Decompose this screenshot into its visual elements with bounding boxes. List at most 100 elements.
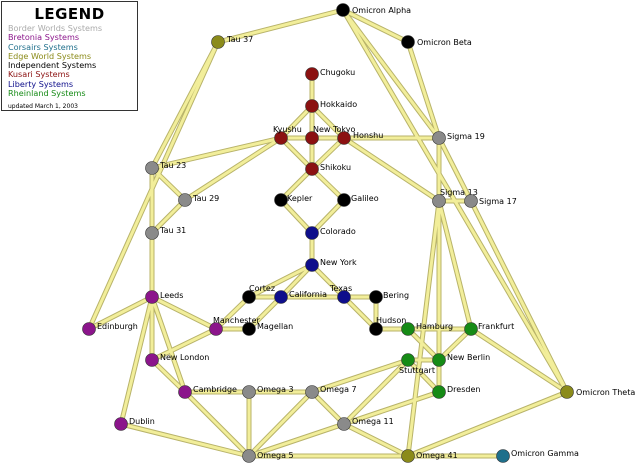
system-omega-11[interactable]: Omega 11 xyxy=(337,417,394,431)
system-honshu[interactable]: Honshu xyxy=(337,131,384,145)
system-magellan[interactable]: Magellan xyxy=(242,322,294,336)
system-tau-23[interactable]: Tau 23 xyxy=(145,161,187,175)
system-colorado[interactable]: Colorado xyxy=(305,226,356,240)
system-node-colorado[interactable] xyxy=(305,226,319,240)
system-node-omega-7[interactable] xyxy=(305,385,319,399)
system-node-cortez[interactable] xyxy=(242,290,256,304)
system-texas[interactable]: Texas xyxy=(329,284,352,304)
system-node-sigma-17[interactable] xyxy=(464,194,478,208)
system-sigma-13[interactable]: Sigma 13 xyxy=(432,188,478,208)
system-node-new-tokyo[interactable] xyxy=(305,131,319,145)
system-node-omega-3[interactable] xyxy=(242,385,256,399)
system-galileo[interactable]: Galileo xyxy=(337,193,379,207)
lane-stuttgart-dresden xyxy=(406,358,441,394)
system-california[interactable]: California xyxy=(274,290,328,304)
system-node-bering[interactable] xyxy=(369,290,383,304)
system-omicron-gamma[interactable]: Omicron Gamma xyxy=(496,449,580,463)
system-sigma-17[interactable]: Sigma 17 xyxy=(464,194,517,208)
system-omicron-theta[interactable]: Omicron Theta xyxy=(560,385,636,399)
system-manchester[interactable]: Manchester xyxy=(209,316,261,336)
system-node-omicron-beta[interactable] xyxy=(401,35,415,49)
system-node-cambridge[interactable] xyxy=(178,385,192,399)
system-shikoku[interactable]: Shikoku xyxy=(305,162,352,176)
lane-omega-7-omega-11 xyxy=(310,390,346,426)
system-omega-7[interactable]: Omega 7 xyxy=(305,385,357,399)
system-hudson[interactable]: Hudson xyxy=(369,316,407,336)
system-new-tokyo[interactable]: New Tokyo xyxy=(305,125,356,145)
system-bering[interactable]: Bering xyxy=(369,290,410,304)
legend-entry-border-worlds: Border Worlds Systems xyxy=(8,23,103,33)
system-leeds[interactable]: Leeds xyxy=(145,290,184,304)
system-label-omicron-alpha: Omicron Alpha xyxy=(352,6,411,15)
system-node-shikoku[interactable] xyxy=(305,162,319,176)
lane-galileo-colorado xyxy=(310,198,346,235)
system-kyushu[interactable]: Kyushu xyxy=(273,125,302,145)
system-hamburg[interactable]: Hamburg xyxy=(401,322,454,336)
system-stuttgart[interactable]: Stuttgart xyxy=(399,353,435,376)
system-node-omicron-gamma[interactable] xyxy=(496,449,510,463)
system-omicron-alpha[interactable]: Omicron Alpha xyxy=(336,3,412,17)
system-omega-3[interactable]: Omega 3 xyxy=(242,385,294,399)
system-node-magellan[interactable] xyxy=(242,322,256,336)
lane-kepler-colorado xyxy=(279,198,314,235)
legend-entry-independent: Independent Systems xyxy=(8,60,97,71)
system-node-omicron-alpha[interactable] xyxy=(336,3,350,17)
system-node-stuttgart[interactable] xyxy=(401,353,415,367)
system-node-frankfurt[interactable] xyxy=(464,322,478,336)
system-dresden[interactable]: Dresden xyxy=(432,385,481,399)
system-node-tau-29[interactable] xyxy=(178,193,192,207)
system-node-dresden[interactable] xyxy=(432,385,446,399)
system-node-omega-41[interactable] xyxy=(401,449,415,463)
system-node-honshu[interactable] xyxy=(337,131,351,145)
system-cambridge[interactable]: Cambridge xyxy=(178,385,238,399)
system-omega-41[interactable]: Omega 41 xyxy=(401,449,458,463)
system-node-kyushu[interactable] xyxy=(274,131,288,145)
system-node-hamburg[interactable] xyxy=(401,322,415,336)
system-node-hudson[interactable] xyxy=(369,322,383,336)
system-node-new-london[interactable] xyxy=(145,353,159,367)
system-node-omicron-theta[interactable] xyxy=(560,385,574,399)
system-node-omega-5[interactable] xyxy=(242,449,256,463)
system-hokkaido[interactable]: Hokkaido xyxy=(305,99,358,113)
system-node-dublin[interactable] xyxy=(114,417,128,431)
system-node-chugoku[interactable] xyxy=(305,67,319,81)
system-node-galileo[interactable] xyxy=(337,193,351,207)
system-node-texas[interactable] xyxy=(337,290,351,304)
system-sigma-19[interactable]: Sigma 19 xyxy=(432,131,485,145)
system-node-sigma-19[interactable] xyxy=(432,131,446,145)
system-edinburgh[interactable]: Edinburgh xyxy=(82,322,138,336)
system-dublin[interactable]: Dublin xyxy=(114,417,155,431)
system-omega-5[interactable]: Omega 5 xyxy=(242,449,294,463)
system-label-omega-11: Omega 11 xyxy=(352,417,394,426)
system-node-sigma-13[interactable] xyxy=(432,194,446,208)
system-tau-37[interactable]: Tau 37 xyxy=(211,35,254,49)
system-chugoku[interactable]: Chugoku xyxy=(305,67,356,81)
system-new-london[interactable]: New London xyxy=(145,353,210,367)
system-label-omicron-theta: Omicron Theta xyxy=(576,388,635,397)
system-node-tau-31[interactable] xyxy=(145,226,159,240)
system-new-berlin[interactable]: New Berlin xyxy=(432,353,491,367)
system-cortez[interactable]: Cortez xyxy=(242,284,276,304)
system-node-leeds[interactable] xyxy=(145,290,159,304)
system-node-kepler[interactable] xyxy=(274,193,288,207)
system-node-california[interactable] xyxy=(274,290,288,304)
system-tau-29[interactable]: Tau 29 xyxy=(178,193,220,207)
lane-leeds-dublin xyxy=(119,295,154,426)
system-label-tau-37: Tau 37 xyxy=(226,35,253,44)
system-node-manchester[interactable] xyxy=(209,322,223,336)
system-omicron-beta[interactable]: Omicron Beta xyxy=(401,35,472,49)
system-node-new-berlin[interactable] xyxy=(432,353,446,367)
system-new-york[interactable]: New York xyxy=(305,258,358,272)
system-node-tau-23[interactable] xyxy=(145,161,159,175)
system-node-hokkaido[interactable] xyxy=(305,99,319,113)
lane-new-york-cortez xyxy=(247,263,314,299)
system-kepler[interactable]: Kepler xyxy=(274,193,313,207)
system-label-dublin: Dublin xyxy=(129,417,155,426)
system-node-new-york[interactable] xyxy=(305,258,319,272)
system-node-edinburgh[interactable] xyxy=(82,322,96,336)
system-tau-31[interactable]: Tau 31 xyxy=(145,226,187,240)
system-label-california: California xyxy=(289,290,327,299)
system-node-tau-37[interactable] xyxy=(211,35,225,49)
system-node-omega-11[interactable] xyxy=(337,417,351,431)
system-frankfurt[interactable]: Frankfurt xyxy=(464,322,515,336)
